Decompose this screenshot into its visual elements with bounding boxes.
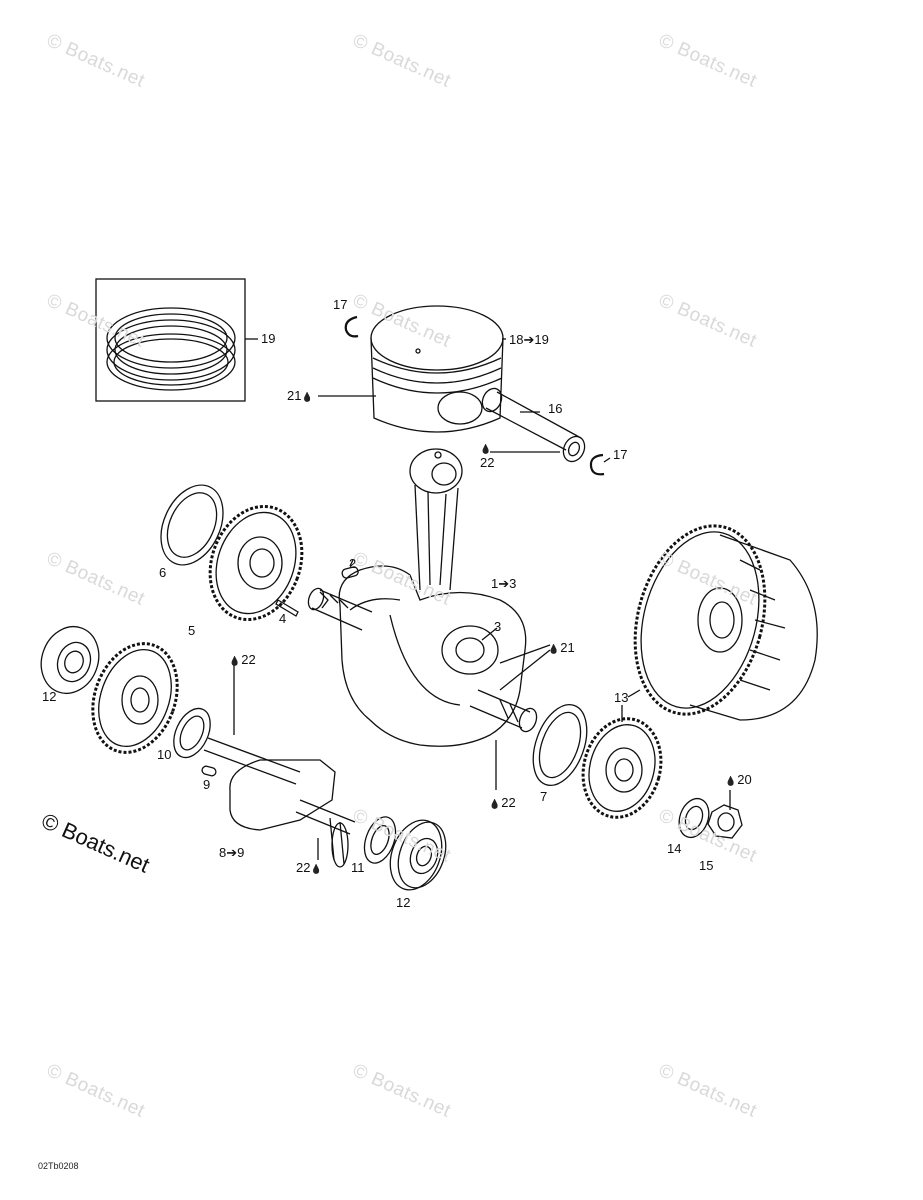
callout-8-9: 8➔9 [219,845,245,860]
callout-15: 15 [699,858,714,873]
woodruff-key-2 [341,566,359,579]
balance-shaft [203,737,356,868]
washer-10 [173,707,211,759]
callout-21-crank: 💧21 [548,641,575,656]
oil-drop-icon: 💧 [480,444,492,454]
callout-5: 5 [188,623,196,638]
callout-12-bottom: 12 [396,895,411,910]
oil-drop-icon: 💧 [301,392,313,402]
callout-10: 10 [157,747,172,762]
callout-4: 4 [279,611,287,626]
callout-1-3: 1➔3 [491,576,517,591]
diagram-code: 02Tb0208 [38,1161,79,1171]
washer-11 [363,816,397,864]
dowel-pin-4 [275,599,299,617]
callout-11: 11 [351,860,365,875]
washer-7 [532,704,588,786]
piston [370,305,504,433]
callout-18-19: 18➔19 [509,332,549,347]
callout-7: 7 [540,789,548,804]
callout-21-label: 21 [287,388,302,403]
callout-21-label: 21 [560,640,575,655]
oil-drop-icon: 💧 [489,799,501,809]
callout-22-shaft: 22💧 [296,861,323,876]
oil-drop-icon: 💧 [229,656,241,666]
ball-bearing-12-bottom [389,819,447,891]
callout-13: 13 [614,690,629,705]
circlip-top [344,315,359,338]
gear-5 [208,504,304,622]
oil-drop-icon: 💧 [548,644,560,654]
lock-washer-14 [678,797,710,839]
callout-22-label: 22 [501,795,516,810]
callout-22-pin: 💧22 [480,441,494,470]
callout-21-piston: 21💧 [287,389,314,404]
callout-20: 💧20 [725,773,752,788]
connecting-rod [409,448,463,591]
callout-16: 16 [548,401,563,416]
circlip-right [589,453,605,476]
oil-drop-icon: 💧 [310,864,322,874]
clutch-housing-13 [633,524,818,721]
callout-14: 14 [667,841,682,856]
woodruff-key-9 [201,765,217,777]
callout-6: 6 [159,565,167,580]
piston-pin [481,387,586,463]
crankshaft [307,565,538,747]
callout-17-right: 17 [613,447,628,462]
callout-19: 19 [261,331,276,346]
piston-ring-set-box [95,278,246,402]
oil-drop-icon: 💧 [725,776,737,786]
callout-22-crank: 💧22 [489,796,516,811]
nut-15 [707,804,743,839]
thrust-washer-6 [160,484,224,566]
gear-left [91,642,179,754]
callout-17-top: 17 [333,297,348,312]
callout-22-label: 22 [241,652,256,667]
callout-3: 3 [494,619,502,634]
ball-bearing-12-left [40,625,100,695]
callout-9: 9 [203,777,211,792]
callout-22-label: 22 [480,455,495,470]
gear-right [581,717,663,819]
callout-20-label: 20 [737,772,752,787]
callout-12-left: 12 [42,689,57,704]
callout-2: 2 [349,556,357,571]
callout-22-gear: 💧22 [229,653,256,668]
callout-22-label: 22 [296,860,311,875]
